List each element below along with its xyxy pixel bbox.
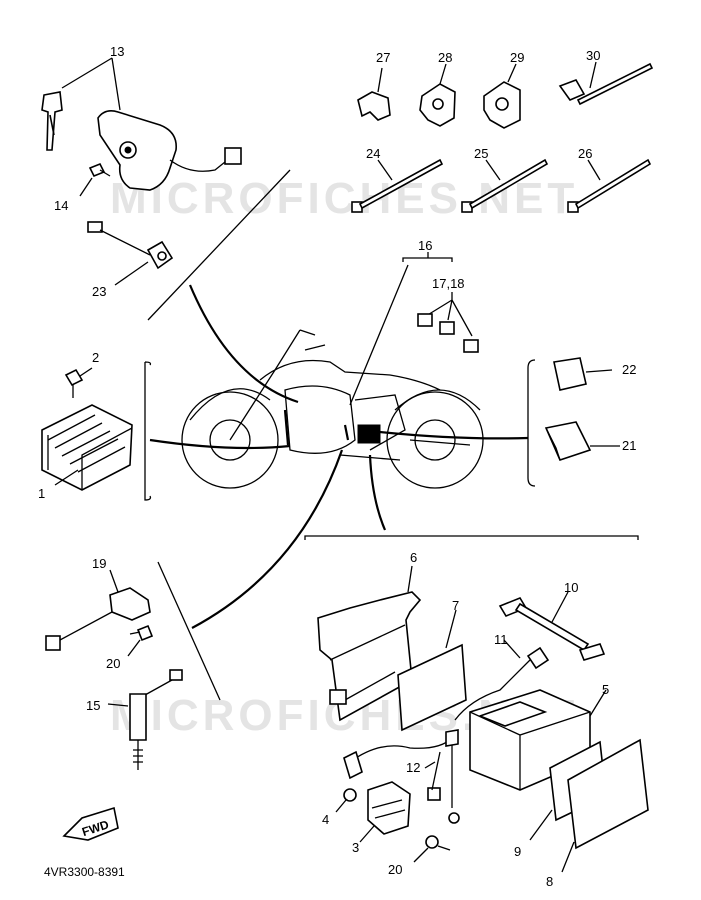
label-13: 13: [110, 44, 124, 59]
label-17-18: 17,18: [432, 276, 465, 291]
cover-7: [397, 609, 467, 732]
strap-10: [498, 591, 606, 661]
bolt-4: [335, 788, 357, 813]
label-25: 25: [474, 146, 488, 161]
label-6: 6: [410, 550, 417, 565]
label-11: 11: [494, 632, 508, 647]
clamp-27: [357, 67, 391, 121]
relay-21: [544, 421, 620, 461]
label-15: 15: [86, 698, 100, 713]
fuse-group-16: [402, 252, 479, 353]
bolt-14: [79, 162, 111, 197]
cable-11: [454, 639, 550, 721]
label-27: 27: [376, 50, 390, 65]
label-16: 16: [418, 238, 432, 253]
battery-box-mark: [357, 424, 381, 444]
label-20-bottom: 20: [388, 862, 402, 877]
label-5: 5: [602, 682, 609, 697]
main-switch-part: [41, 57, 242, 191]
label-9: 9: [514, 844, 521, 859]
label-14: 14: [54, 198, 68, 213]
label-23: 23: [92, 284, 106, 299]
starter-cable-12: [343, 729, 460, 824]
label-30: 30: [586, 48, 600, 63]
fwd-arrow-icon: FWD: [62, 806, 119, 841]
label-4: 4: [322, 812, 329, 827]
bolt-20-left: [127, 624, 154, 657]
part-code: 4VR3300-8391: [44, 865, 125, 879]
watermark-top: MICROFICHES.NET: [110, 174, 578, 223]
label-21: 21: [622, 438, 636, 453]
switch-19: [45, 569, 151, 651]
cable-tie-26: [567, 158, 652, 213]
label-1: 1: [38, 486, 45, 501]
clamp-28: [419, 63, 456, 127]
leader-lines: [144, 169, 639, 701]
relay-22: [553, 357, 613, 391]
clamp-29: [483, 63, 521, 129]
regulator-part: [41, 367, 133, 491]
battery-bracket-6: [317, 565, 422, 722]
motorcycle-outline: [181, 329, 484, 489]
pad-8: [561, 738, 649, 873]
label-7: 7: [452, 598, 459, 613]
label-12: 12: [406, 760, 420, 775]
spark-component-15: [107, 669, 183, 770]
label-10: 10: [564, 580, 578, 595]
clamp-30: [558, 61, 654, 106]
label-24: 24: [366, 146, 380, 161]
label-26: 26: [578, 146, 592, 161]
label-29: 29: [510, 50, 524, 65]
label-19: 19: [92, 556, 106, 571]
cable-tie-25: [461, 158, 549, 213]
label-28: 28: [438, 50, 452, 65]
part-labels: 13 14 23 2 1 27 28 29 30 24 25 26 16 17,…: [38, 44, 636, 889]
label-2: 2: [92, 350, 99, 365]
sensor-23: [87, 221, 174, 286]
label-8: 8: [546, 874, 553, 889]
label-20-left: 20: [106, 656, 120, 671]
label-22: 22: [622, 362, 636, 377]
relay-3: [359, 781, 411, 843]
cable-tie-24: [351, 158, 444, 213]
bolt-20-bottom: [413, 835, 451, 863]
label-3: 3: [352, 840, 359, 855]
